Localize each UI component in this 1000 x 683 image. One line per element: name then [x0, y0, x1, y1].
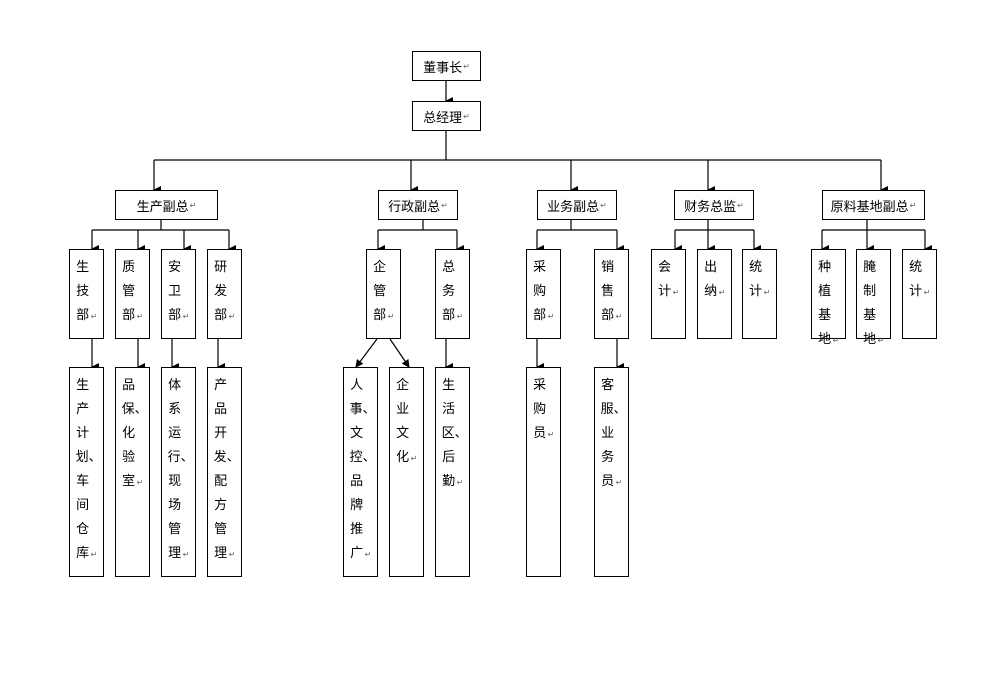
node-sales: 销售部↵: [594, 249, 629, 339]
node-cfo: 财务总监↵: [674, 190, 754, 220]
node-hr-sub: 人事、文控、品牌推广↵: [343, 367, 378, 577]
node-statistics-finance: 统计↵: [742, 249, 777, 339]
node-vp-business: 业务副总↵: [537, 190, 617, 220]
node-sales-sub: 客服、业务员↵: [594, 367, 629, 577]
node-quality-sub: 品保、化验室↵: [115, 367, 150, 577]
node-planting-base: 种植基地↵: [811, 249, 846, 347]
node-quality: 质管部↵: [115, 249, 150, 339]
node-statistics-material: 统计↵: [902, 249, 937, 339]
node-purchaser-sub: 采购员↵: [526, 367, 561, 577]
node-vp-production: 生产副总↵: [115, 190, 218, 220]
node-vp-admin: 行政副总↵: [378, 190, 458, 220]
node-general-affairs: 总务部↵: [435, 249, 470, 339]
node-prod-tech: 生技部↵: [69, 249, 104, 339]
node-vp-material: 原料基地副总↵: [822, 190, 925, 220]
node-rnd: 研发部↵: [207, 249, 242, 339]
node-security-sub: 体系运行、现场管理↵: [161, 367, 196, 577]
node-cashier: 出纳↵: [697, 249, 732, 339]
node-culture-sub: 企业文化↵: [389, 367, 424, 577]
node-pickling-base: 腌制基地↵: [856, 249, 891, 347]
node-purchasing: 采购部↵: [526, 249, 561, 339]
node-ga-sub: 生活区、后勤↵: [435, 367, 470, 577]
node-label: 总经理: [423, 110, 463, 126]
node-enterprise-mgmt: 企管部↵: [366, 249, 401, 339]
node-security: 安卫部↵: [161, 249, 196, 339]
node-prod-tech-sub: 生产计划、车间仓库↵: [69, 367, 104, 577]
node-general-manager: 总经理↵: [412, 101, 481, 131]
node-label: 董事长: [423, 60, 463, 76]
node-accounting: 会计↵: [651, 249, 686, 339]
node-chairman: 董事长↵: [412, 51, 481, 81]
node-rnd-sub: 产品开发、配方管理↵: [207, 367, 242, 577]
